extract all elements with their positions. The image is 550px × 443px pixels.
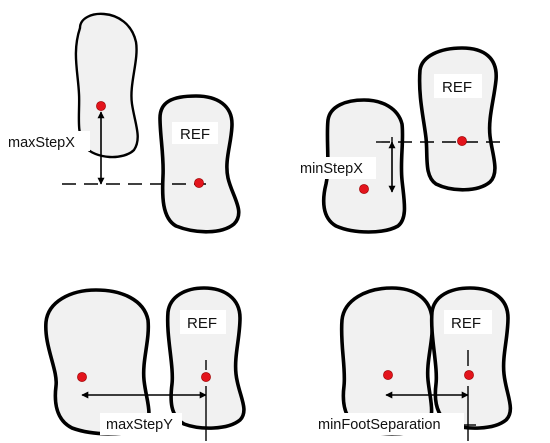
min-step-x-label: minStepX — [300, 161, 363, 177]
ref-label: REF — [180, 126, 210, 143]
stepping-foot-outline — [74, 12, 139, 159]
reference-foot-center-dot — [464, 370, 474, 380]
min-foot-separation-label-background — [314, 413, 464, 435]
ref-label-background — [180, 310, 226, 334]
stepping-foot-outline — [44, 288, 151, 436]
panel-min-foot-separation: minFootSeparation REF — [314, 286, 513, 441]
stepping-foot-center-dot — [96, 101, 106, 111]
panel-max-step-x: maxStepX REF — [4, 12, 241, 234]
stepping-foot-center-dot — [359, 184, 369, 194]
ref-label-background — [172, 122, 218, 144]
max-step-x-label: maxStepX — [8, 135, 75, 151]
ref-label-background — [434, 74, 482, 98]
ref-label: REF — [442, 79, 472, 96]
max-step-y-label-background — [100, 413, 182, 435]
reference-foot-center-dot — [194, 178, 204, 188]
panel-max-step-y: maxStepY REF — [44, 286, 246, 441]
max-step-x-label-background — [4, 131, 90, 151]
ref-label: REF — [451, 315, 481, 332]
stepping-foot-outline — [339, 286, 435, 436]
stepping-foot-center-dot — [77, 372, 87, 382]
reference-foot-center-dot — [457, 136, 467, 146]
min-step-x-label-background — [294, 157, 376, 179]
min-foot-separation-label: minFootSeparation — [318, 417, 441, 433]
ref-label: REF — [187, 315, 217, 332]
panel-min-step-x: minStepX REF — [294, 46, 500, 234]
reference-foot-center-dot — [201, 372, 211, 382]
stepping-foot-center-dot — [383, 370, 393, 380]
reference-foot-outline — [429, 286, 513, 430]
max-step-y-label: maxStepY — [106, 417, 173, 433]
reference-foot-outline — [417, 46, 498, 192]
ref-label-background — [444, 310, 492, 334]
reference-foot-outline — [158, 94, 241, 234]
